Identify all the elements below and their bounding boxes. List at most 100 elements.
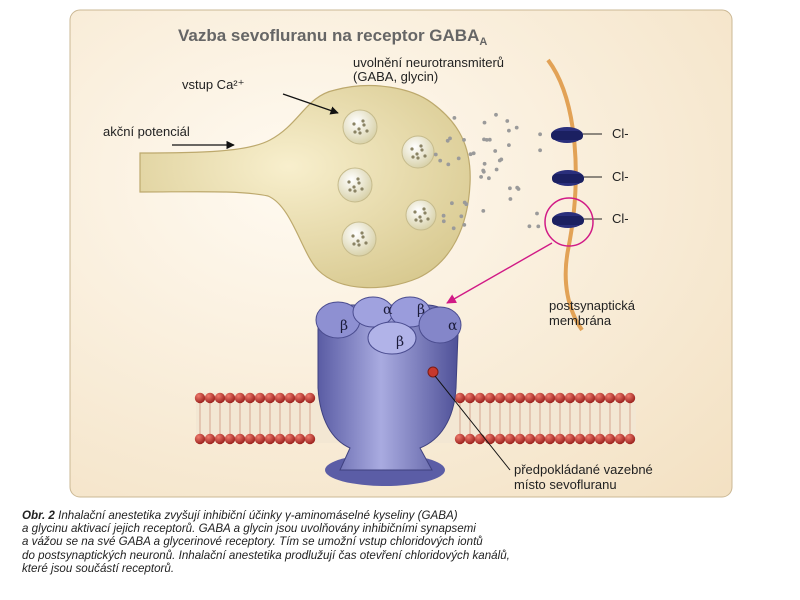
neurotransmitter-dot (451, 226, 456, 231)
lipid-head (594, 433, 606, 445)
lipid-head (554, 392, 566, 404)
neurotransmitter-dot (471, 151, 476, 156)
transmitter-dot (361, 235, 365, 239)
neurotransmitter-dot (507, 143, 511, 148)
lipid-head (554, 433, 566, 445)
label-membrane-2: membrána (549, 313, 612, 328)
lipid-head (464, 433, 476, 445)
vesicle (337, 167, 373, 203)
lipid-head (524, 392, 536, 404)
lipid-head (474, 433, 486, 445)
label-release: uvolnění neurotransmiterů (353, 55, 504, 70)
transmitter-dot (418, 215, 422, 219)
small-receptor (552, 170, 584, 186)
label-cl-2: Cl- (612, 169, 629, 184)
transmitter-dot (357, 127, 361, 131)
lipid-head (294, 433, 306, 445)
lipid-head (624, 392, 636, 404)
lipid-head (454, 433, 466, 445)
neurotransmitter-dot (487, 137, 492, 142)
transmitter-dot (362, 123, 366, 127)
transmitter-dot (416, 156, 420, 160)
transmitter-dot (415, 152, 419, 156)
neurotransmitter-dot (452, 116, 457, 120)
lipid-head (274, 392, 286, 404)
neurotransmitter-dot (468, 152, 473, 157)
neurotransmitter-dot (482, 161, 487, 166)
neurotransmitter-dot (462, 200, 467, 205)
lipid-head (254, 392, 266, 404)
lipid-head (514, 392, 526, 404)
neurotransmitter-dot (448, 136, 452, 141)
transmitter-dot (358, 131, 362, 135)
neurotransmitter-dot (462, 223, 467, 227)
neurotransmitter-dot (514, 125, 519, 130)
small-receptor (551, 127, 583, 143)
neurotransmitter-dot (515, 185, 520, 190)
lipid-head (304, 392, 316, 404)
transmitter-dot (420, 148, 424, 152)
lipid-head (294, 392, 306, 404)
lipid-head (464, 392, 476, 404)
transmitter-dot (357, 243, 361, 247)
transmitter-dot (413, 210, 417, 214)
lipid-head (504, 392, 516, 404)
label-release-2: (GABA, glycin) (353, 69, 438, 84)
neurotransmitter-dot (462, 138, 466, 142)
neurotransmitter-dot (450, 201, 454, 206)
subunit-beta-3: β (396, 334, 404, 350)
neurotransmitter-dot (494, 167, 499, 172)
lipid-head (264, 392, 276, 404)
transmitter-dot (353, 130, 357, 134)
lipid-head (304, 433, 316, 445)
lipid-head (604, 392, 616, 404)
vesicles (337, 109, 437, 257)
lipid-head (244, 392, 256, 404)
lipid-head (284, 433, 296, 445)
lipid-head (204, 433, 216, 445)
lipid-head (604, 433, 616, 445)
lipid-head (594, 392, 606, 404)
neurotransmitter-dot (505, 119, 510, 123)
caption-line-5: které jsou součástí receptorů. (22, 561, 175, 575)
neurotransmitter-dot (493, 149, 498, 153)
lipid-head (564, 392, 576, 404)
transmitter-dot (352, 185, 356, 189)
neurotransmitter-dot (499, 157, 504, 162)
transmitter-dot (361, 119, 365, 123)
neurotransmitter-molecules (433, 112, 542, 231)
lipid-head (504, 433, 516, 445)
neurotransmitter-dot (482, 137, 486, 142)
lipid-head (234, 392, 246, 404)
neurotransmitter-dot (456, 156, 461, 161)
lipid-head (494, 433, 506, 445)
neurotransmitter-dot (481, 168, 486, 173)
transmitter-dot (360, 231, 364, 235)
lipid-head (194, 392, 206, 404)
label-membrane: postsynaptická (549, 298, 636, 313)
lipid-head (274, 433, 286, 445)
subunit-beta-1: β (417, 302, 425, 318)
transmitter-dot (426, 217, 430, 221)
label-cl-1: Cl- (612, 126, 629, 141)
transmitter-dot (357, 181, 361, 185)
lipid-head (584, 392, 596, 404)
label-binding-site: předpokládané vazebné (514, 462, 653, 477)
arrow-ca-entry (282, 93, 339, 115)
lipid-head (544, 433, 556, 445)
neurotransmitter-dot (438, 158, 443, 163)
diagram-title: Vazba sevofluranu na receptor GABAA (178, 26, 487, 48)
neurotransmitter-dot (459, 214, 464, 219)
neurotransmitter-dot (487, 176, 491, 181)
lipid-head (574, 392, 586, 404)
transmitter-dot (352, 122, 356, 126)
gaba-a-receptor (315, 296, 462, 486)
transmitter-dot (423, 211, 427, 215)
lipid-head (544, 392, 556, 404)
caption-line-4: do postsynaptických neuronů. Inhalační a… (22, 548, 510, 562)
caption-line-2: a glycinu aktivací jejich receptorů. GAB… (22, 522, 476, 536)
transmitter-dot (360, 187, 364, 191)
neurotransmitter-dot (482, 120, 487, 125)
label-binding-site-2: místo sevofluranu (514, 477, 617, 492)
